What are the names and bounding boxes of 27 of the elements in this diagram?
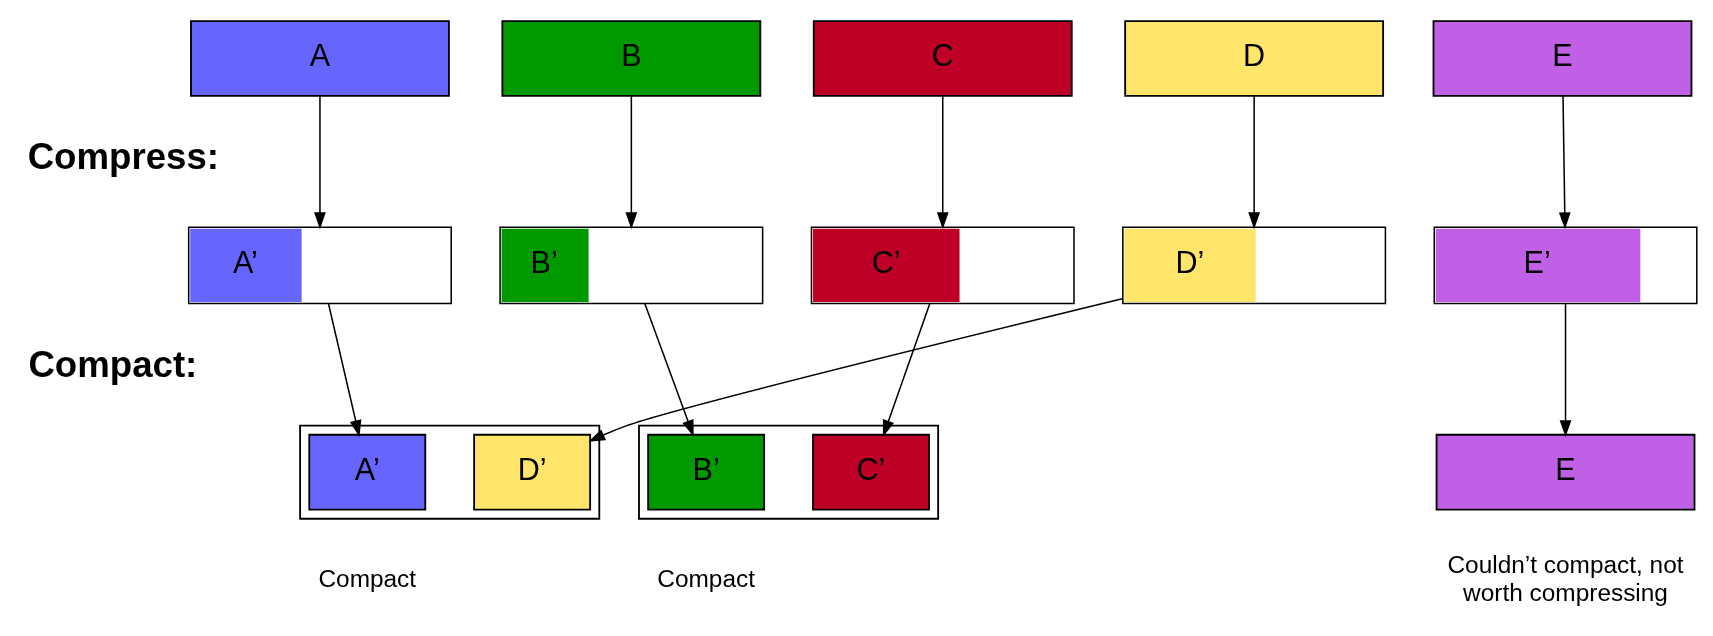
label: Compact: xyxy=(28,344,198,386)
cluster xyxy=(638,424,940,520)
node-box: A xyxy=(190,20,450,97)
node-label: Compact xyxy=(657,565,755,593)
label: Compress: xyxy=(27,136,219,178)
node-box: B xyxy=(501,20,762,97)
node-box: D’ xyxy=(473,433,592,511)
arrow xyxy=(314,95,326,230)
node-box: B’ xyxy=(647,433,766,511)
arrow xyxy=(1558,95,1571,230)
arrow xyxy=(936,95,949,230)
arrow xyxy=(644,303,694,437)
arrow xyxy=(588,298,1123,442)
arrow xyxy=(625,95,638,230)
node-box: C’ xyxy=(812,433,930,511)
node-box: E xyxy=(1432,20,1693,97)
node-box: D xyxy=(1124,20,1385,97)
arrow xyxy=(882,303,931,437)
arrow xyxy=(327,303,362,437)
cluster xyxy=(299,424,601,520)
arrow xyxy=(1559,303,1572,437)
arrow xyxy=(1248,95,1261,230)
node-label: Compact xyxy=(318,565,417,593)
node-box: C xyxy=(812,20,1073,97)
node-label: Couldn’t compact, not worth compressing xyxy=(1447,551,1684,606)
node-box: E xyxy=(1435,433,1696,511)
node-box: A’ xyxy=(308,433,427,511)
